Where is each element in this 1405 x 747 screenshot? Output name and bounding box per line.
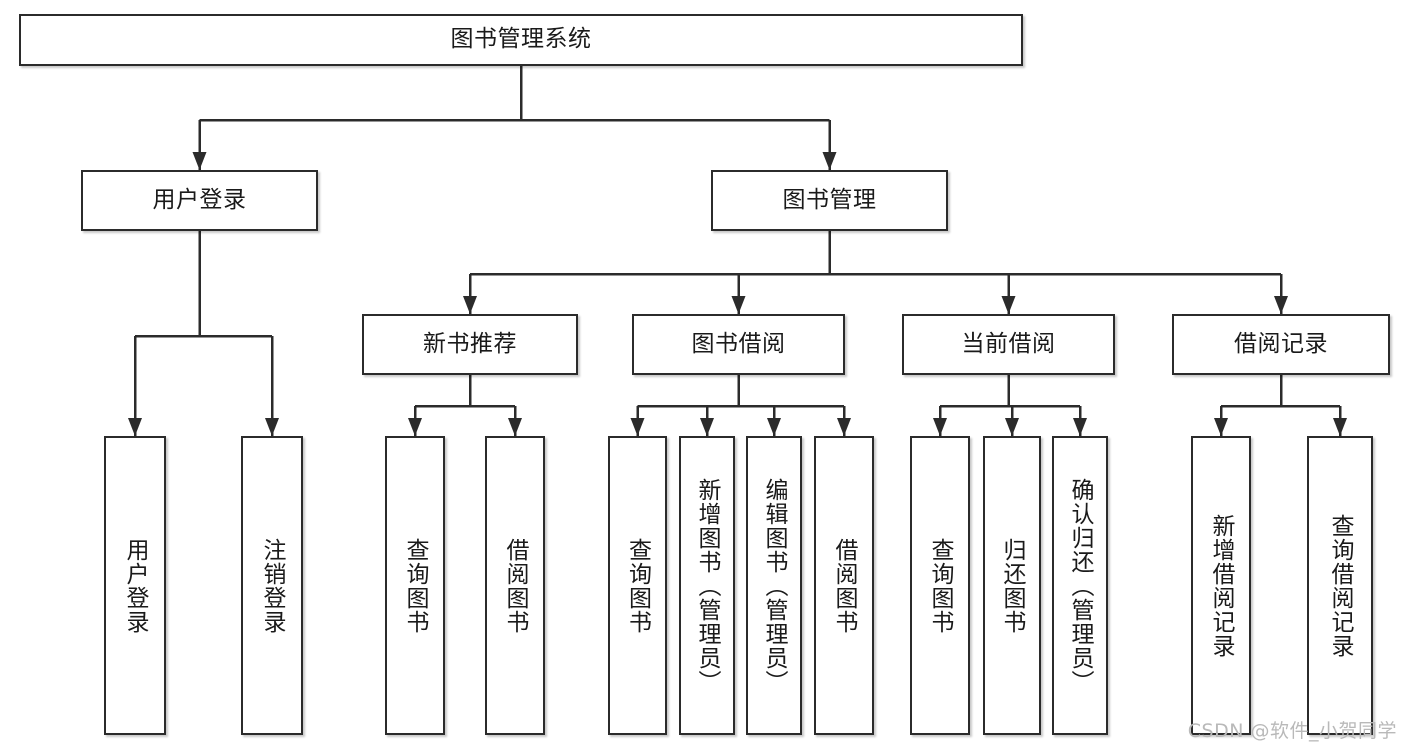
watermark: CSDN @软件_小贺同学: [1187, 720, 1397, 742]
node-l-logout[interactable]: 注销登录: [241, 436, 303, 735]
node-l-queryrec[interactable]: 查询借阅记录: [1307, 436, 1373, 735]
node-l-query1[interactable]: 查询图书: [385, 436, 445, 735]
node-label: 查询图书: [624, 537, 651, 634]
node-label: 图书借阅: [691, 330, 786, 357]
node-l-query3[interactable]: 查询图书: [910, 436, 970, 735]
node-l-query2[interactable]: 查询图书: [608, 436, 667, 735]
node-newbook[interactable]: 新书推荐: [362, 314, 578, 375]
node-l-edit[interactable]: 编辑图书（管理员）: [746, 436, 802, 735]
node-label: 借阅图书: [831, 537, 858, 634]
node-label: 新书推荐: [423, 330, 517, 357]
node-l-addrec[interactable]: 新增借阅记录: [1191, 436, 1251, 735]
node-label: 编辑图书（管理员）: [761, 477, 788, 694]
node-label: 用户登录: [122, 537, 149, 634]
node-l-borrow1[interactable]: 借阅图书: [485, 436, 545, 735]
node-label: 查询图书: [402, 537, 429, 634]
node-label: 图书管理系统: [450, 26, 592, 53]
node-label: 借阅记录: [1234, 330, 1328, 357]
node-l-borrow2[interactable]: 借阅图书: [814, 436, 874, 735]
node-label: 借阅图书: [502, 537, 529, 634]
node-login[interactable]: 用户登录: [81, 170, 318, 231]
node-label: 查询借阅记录: [1327, 513, 1354, 658]
node-label: 图书管理: [782, 186, 877, 213]
node-current[interactable]: 当前借阅: [902, 314, 1115, 375]
node-records[interactable]: 借阅记录: [1172, 314, 1390, 375]
node-l-login[interactable]: 用户登录: [104, 436, 166, 735]
node-label: 当前借阅: [961, 330, 1056, 357]
node-borrow[interactable]: 图书借阅: [632, 314, 845, 375]
node-label: 确认归还（管理员）: [1067, 477, 1094, 694]
node-label: 新增借阅记录: [1208, 513, 1235, 658]
node-bookmgmt[interactable]: 图书管理: [711, 170, 948, 231]
node-label: 用户登录: [152, 186, 247, 213]
node-label: 查询图书: [927, 537, 954, 634]
node-root[interactable]: 图书管理系统: [19, 14, 1023, 66]
node-l-return[interactable]: 归还图书: [983, 436, 1041, 735]
node-label: 新增图书（管理员）: [694, 477, 721, 694]
node-l-confirm[interactable]: 确认归还（管理员）: [1052, 436, 1108, 735]
node-l-add[interactable]: 新增图书（管理员）: [679, 436, 735, 735]
node-label: 归还图书: [999, 537, 1026, 634]
node-label: 注销登录: [259, 537, 286, 634]
